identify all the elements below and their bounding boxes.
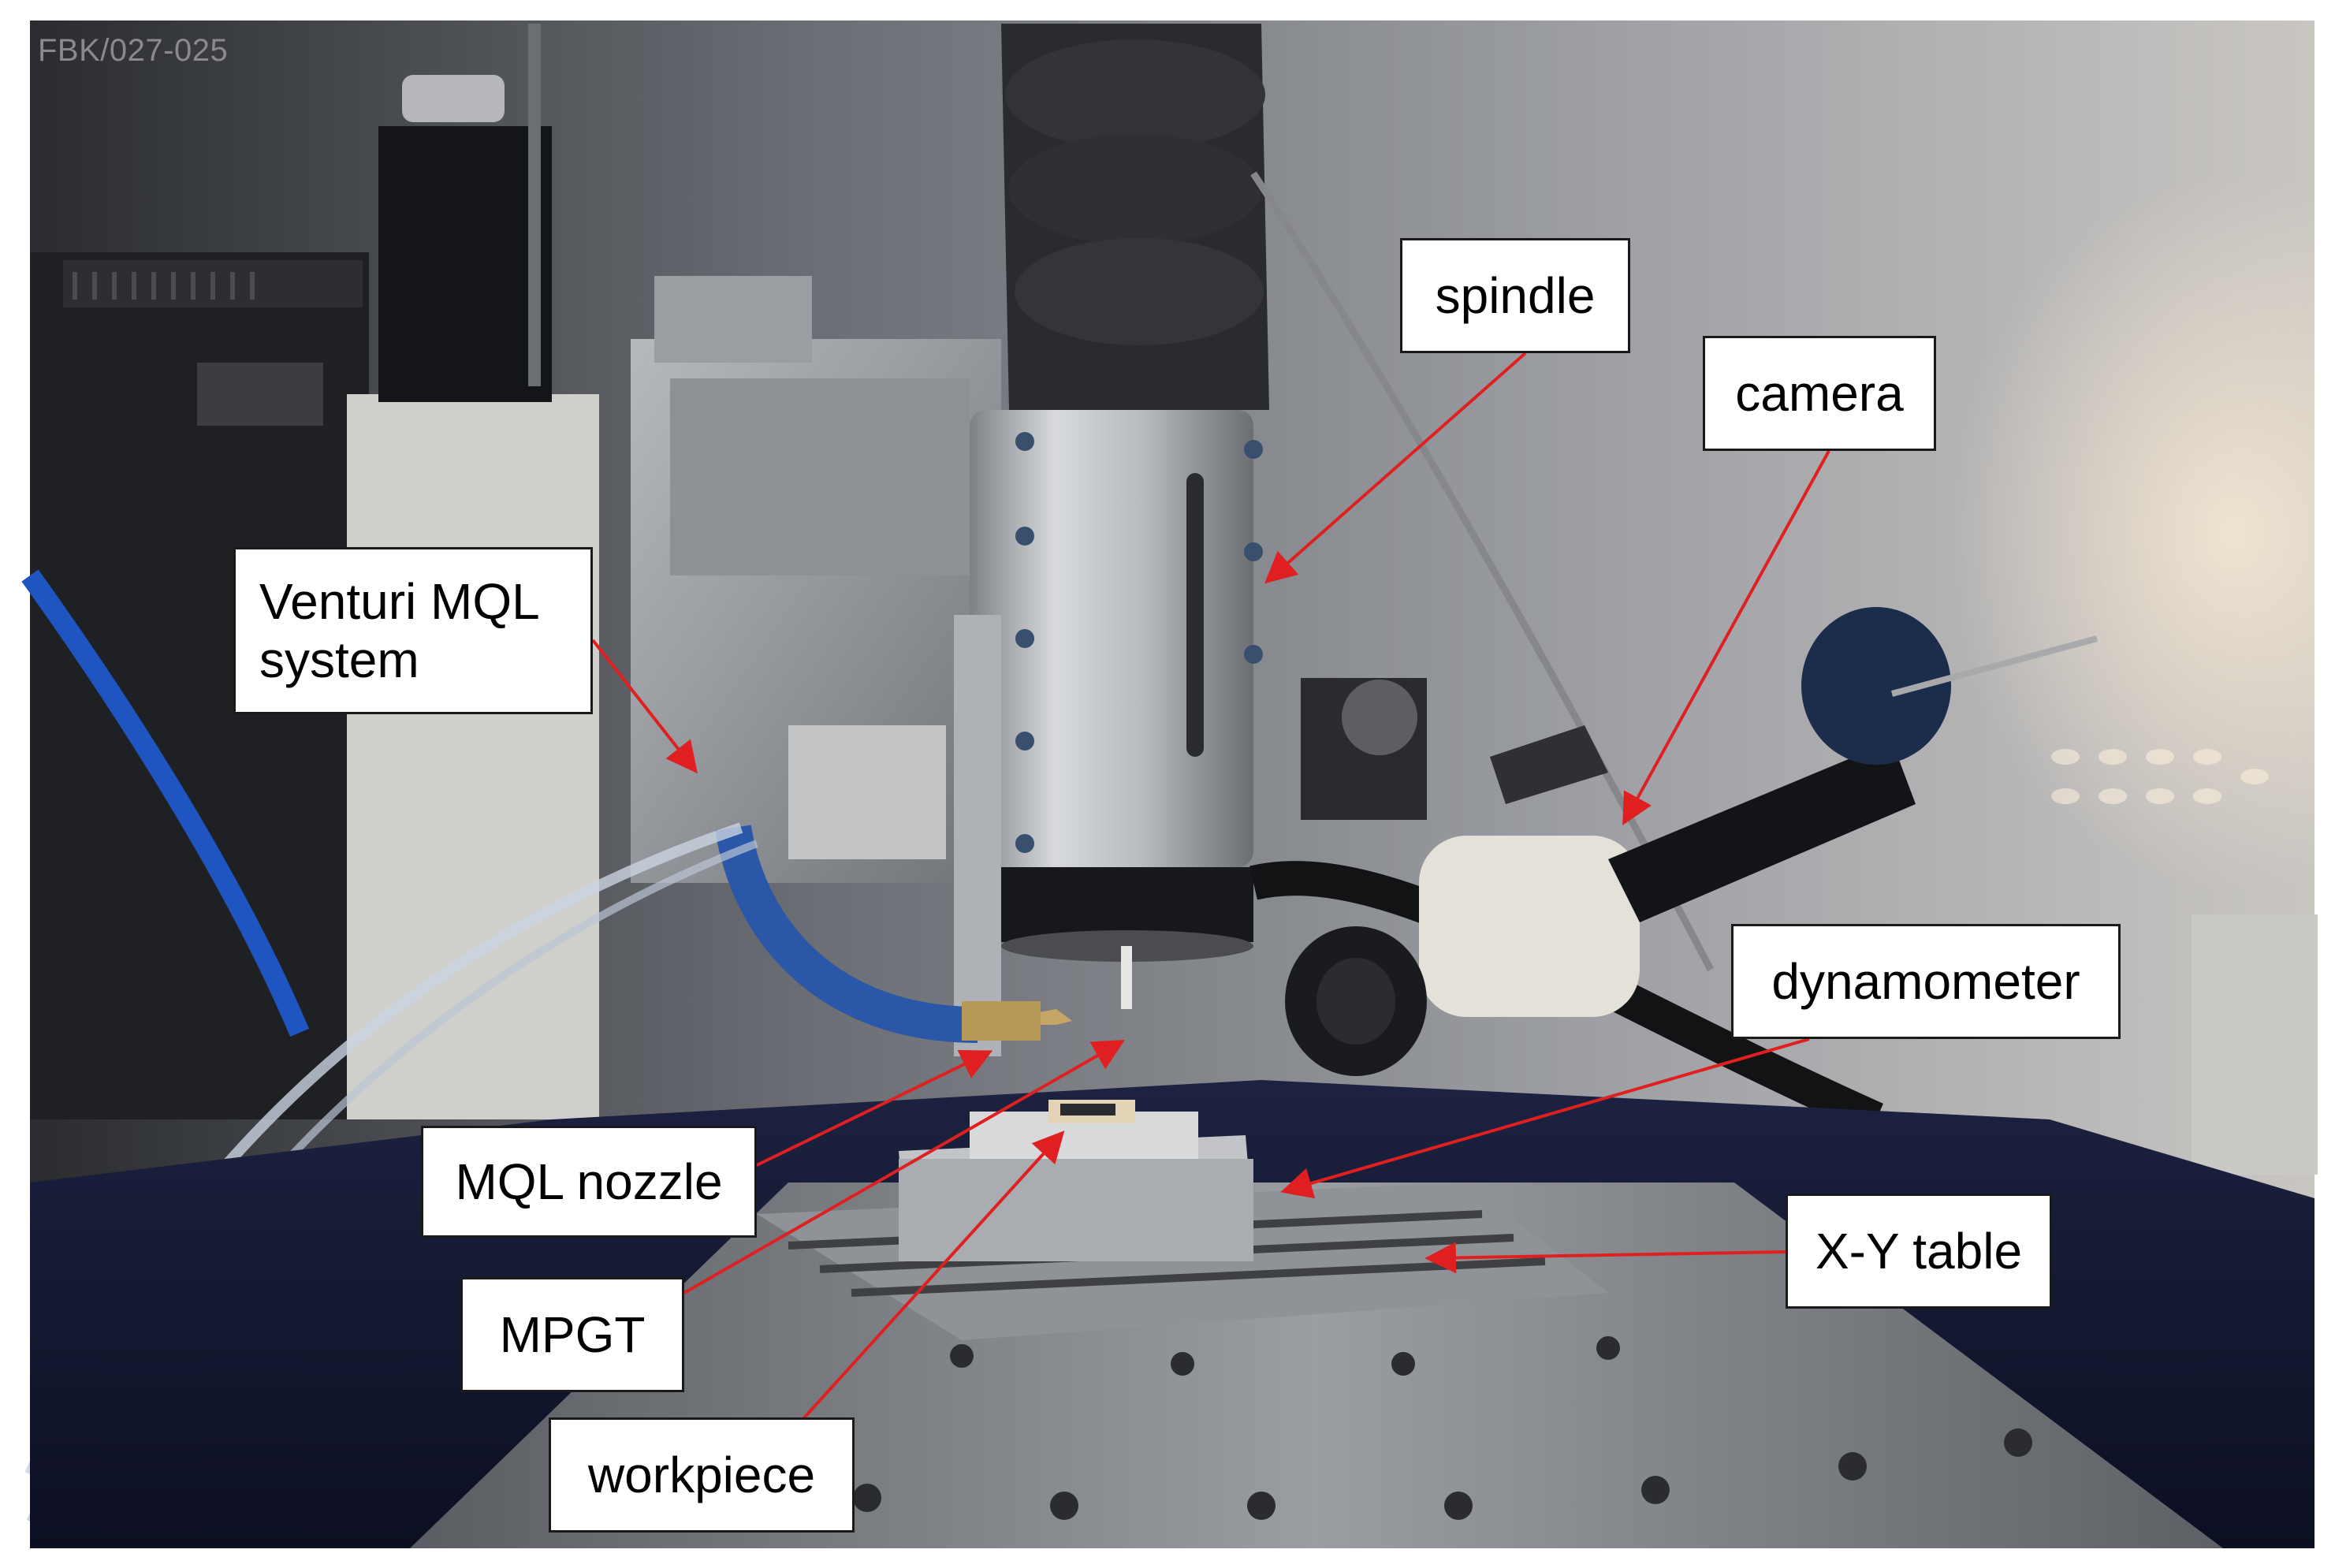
dynamometer-arrow xyxy=(1280,1037,1810,1199)
mpgt-arrow xyxy=(799,1130,1065,1424)
callout-spindle-text: spindle xyxy=(1435,267,1596,324)
callout-mql-nozzle: MQL nozzle xyxy=(421,1126,757,1238)
callout-mql-nozzle-text: MQL nozzle xyxy=(455,1153,723,1210)
callout-workpiece-text: workpiece xyxy=(587,1447,816,1503)
callout-mpgt: MPGT xyxy=(460,1277,684,1392)
callout-dynamometer: dynamometer xyxy=(1731,924,2121,1039)
callout-xy-table: X-Y table xyxy=(1786,1194,2052,1309)
photo-credit-label: FBK/027-025 xyxy=(38,33,229,68)
mql-nozzle-arrow-2 xyxy=(683,1040,1125,1294)
callout-camera: camera xyxy=(1703,336,1936,451)
spindle-arrow xyxy=(1264,352,1527,584)
callout-dynamometer-text: dynamometer xyxy=(1771,953,2080,1010)
callout-venturi-line-1: Venturi MQL xyxy=(259,573,540,630)
callout-venturi-line-2: system xyxy=(259,631,419,688)
callout-venturi-mql-system: Venturi MQL system xyxy=(233,547,593,714)
callout-spindle: spindle xyxy=(1400,238,1630,353)
callout-mpgt-text: MPGT xyxy=(499,1306,646,1363)
mql-nozzle-arrow-1 xyxy=(756,1050,993,1167)
callout-camera-text: camera xyxy=(1735,365,1904,422)
xy-table-arrow xyxy=(1424,1242,1786,1274)
callout-xy-table-text: X-Y table xyxy=(1815,1223,2023,1279)
camera-arrow xyxy=(1622,450,1830,826)
venturi-mql-arrow xyxy=(591,639,698,774)
callout-workpiece: workpiece xyxy=(549,1417,855,1533)
